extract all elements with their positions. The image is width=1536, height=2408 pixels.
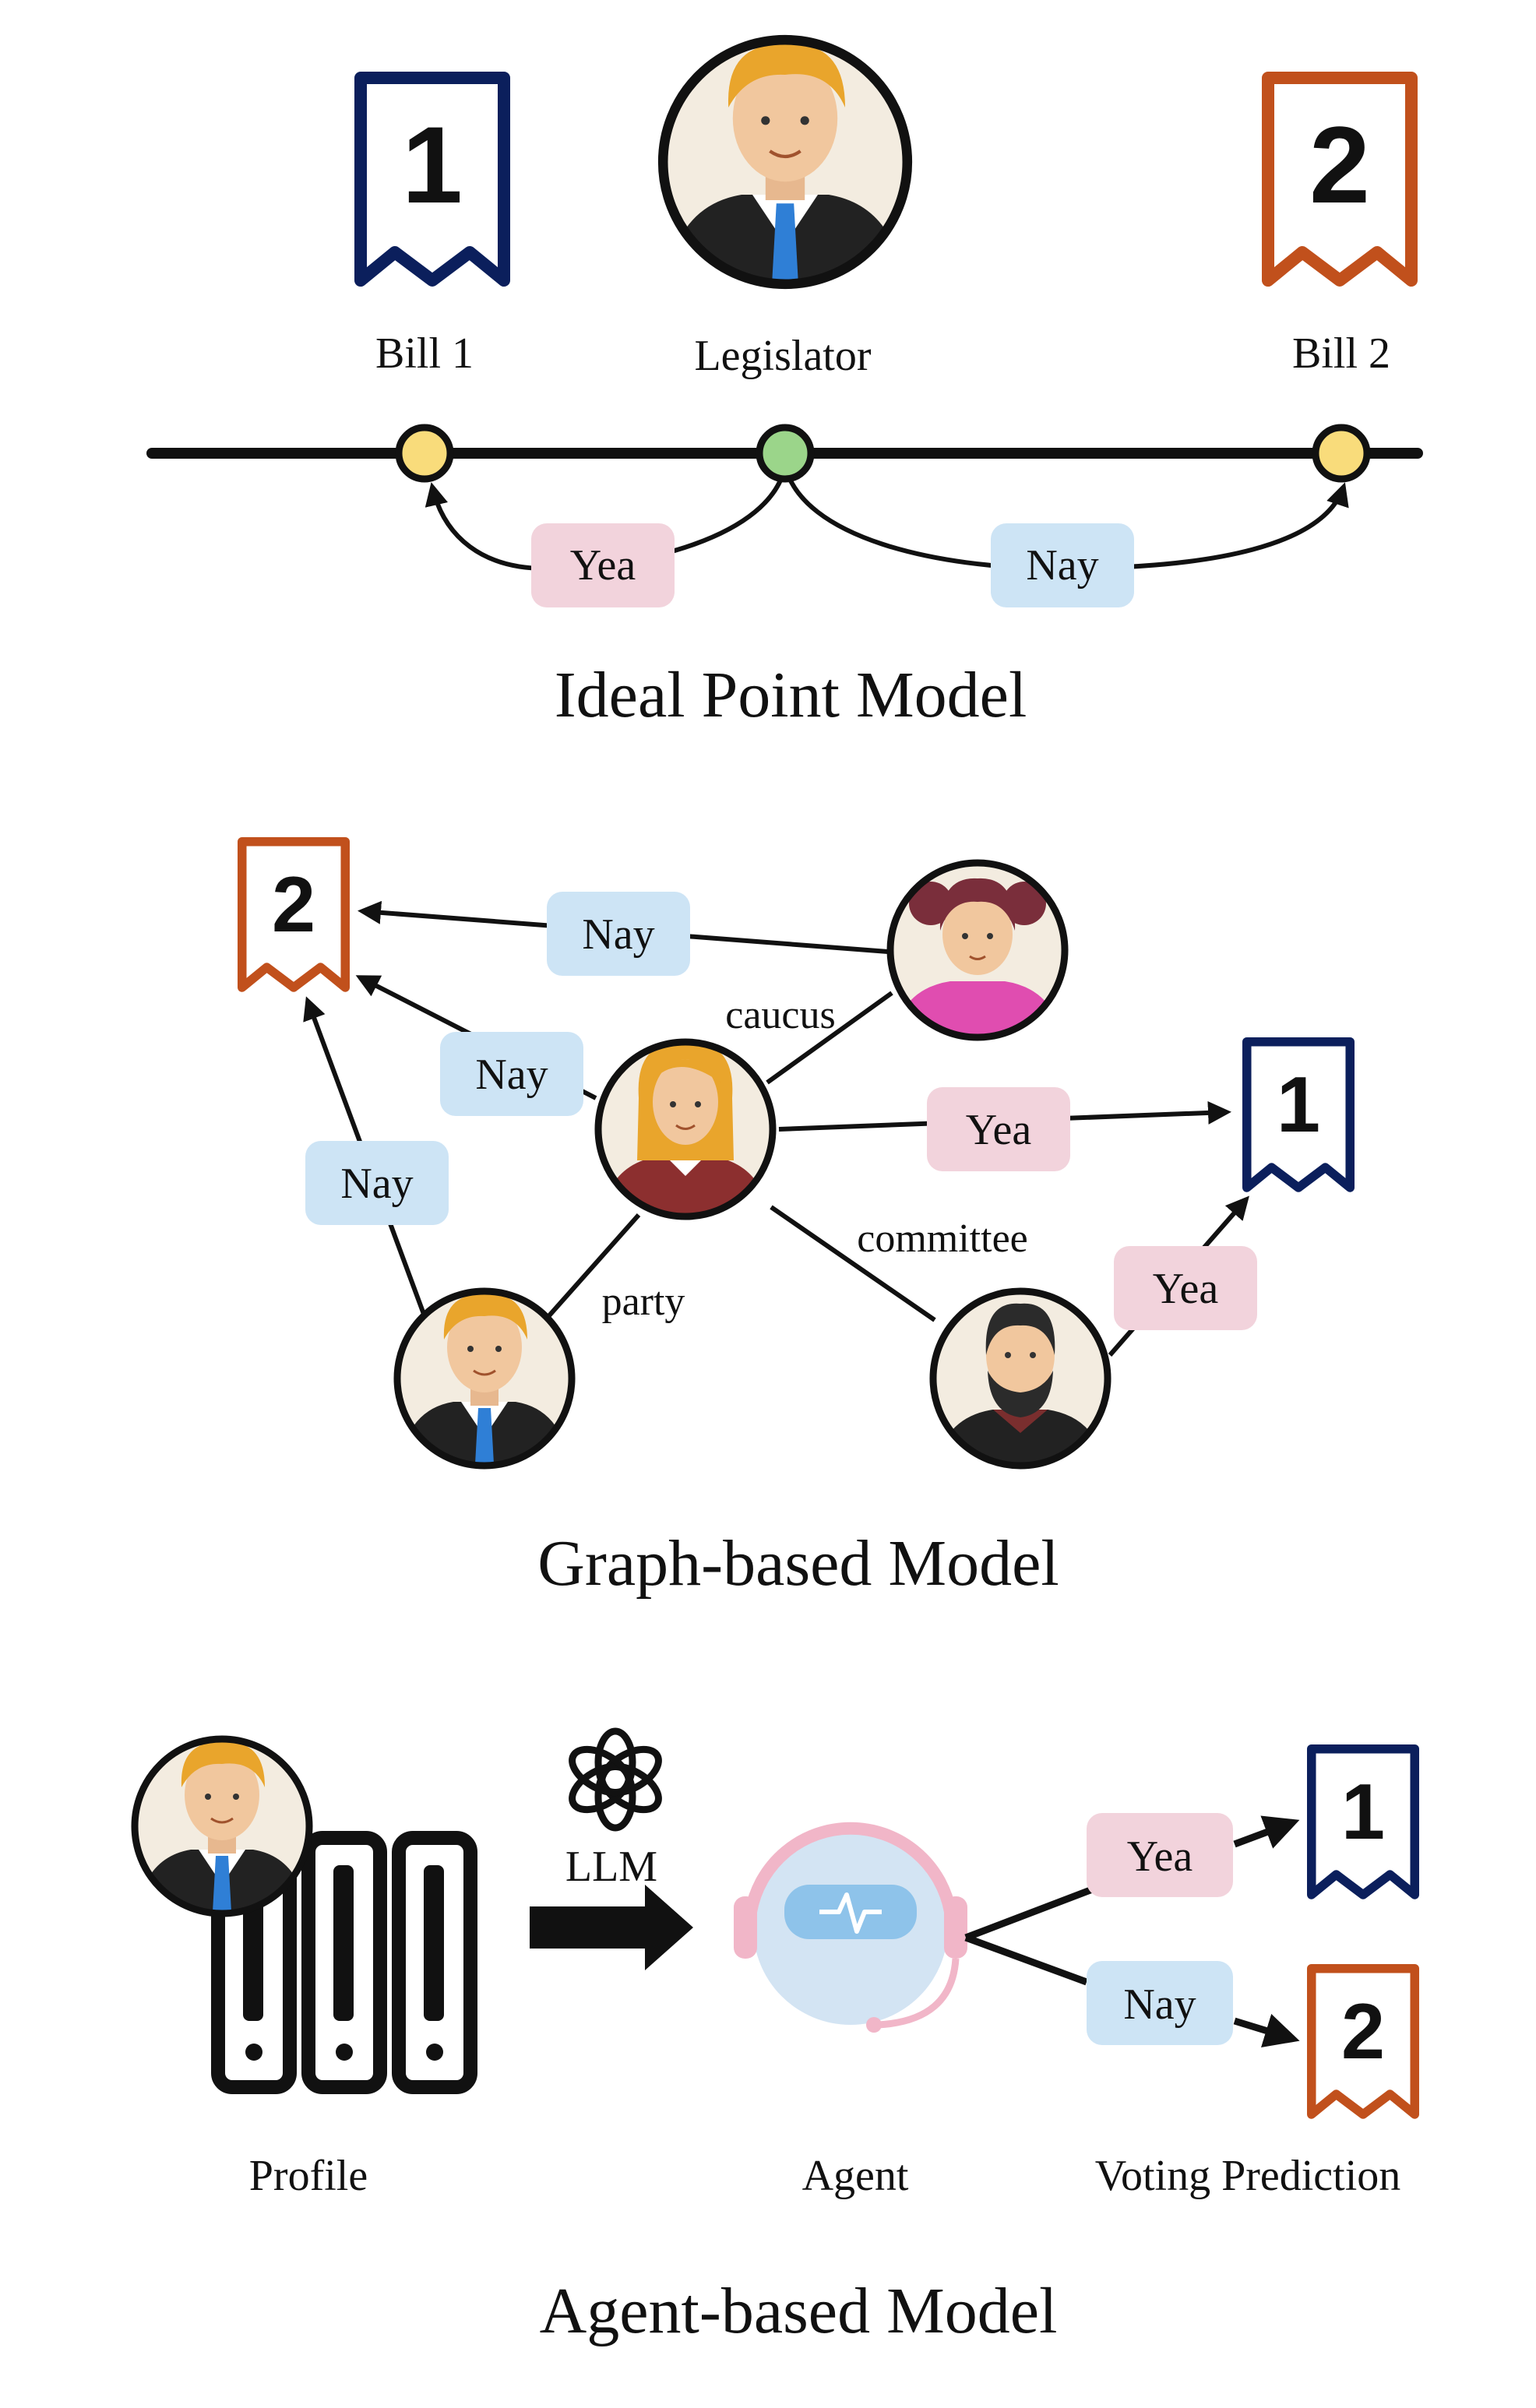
female-legislator-avatar [598, 1042, 773, 1223]
bill-2-label: Bill 2 [1292, 329, 1390, 378]
girl-legislator-avatar [890, 863, 1065, 1044]
bill-1-point [395, 424, 454, 483]
svg-text:Yea: Yea [1153, 1265, 1219, 1313]
ideal-point-title: Ideal Point Model [555, 659, 1027, 731]
agent-bill-1-icon: 1 [1307, 1744, 1419, 1899]
svg-text:Yea: Yea [1127, 1832, 1193, 1881]
svg-text:Nay: Nay [475, 1051, 548, 1099]
bill-1-number: 1 [402, 104, 463, 226]
graph-title: Graph-based Model [537, 1527, 1059, 1600]
nay-pill-left: Nay [305, 1141, 449, 1225]
arrow-agent-nay-bill-2 [1233, 2013, 1300, 2047]
svg-text:Nay: Nay [1123, 1980, 1196, 2029]
bearded-legislator-avatar [933, 1291, 1108, 1472]
bill-1-label: Bill 1 [375, 329, 474, 378]
llm-arrow-icon [530, 1885, 693, 1970]
graph-bill-1-icon: 1 [1242, 1037, 1355, 1192]
edge-committee-label: committee [857, 1216, 1027, 1261]
agent-yea-pill: Yea [1087, 1813, 1233, 1897]
voting-prediction-label: Voting Prediction [1095, 2152, 1401, 2200]
profile-label: Profile [249, 2152, 368, 2200]
male-legislator-avatar [397, 1291, 572, 1472]
svg-text:Nay: Nay [340, 1160, 413, 1208]
agent-label: Agent [802, 2152, 909, 2200]
svg-text:Nay: Nay [582, 910, 654, 959]
svg-text:Nay: Nay [1026, 541, 1098, 590]
nay-pill: Nay [991, 523, 1134, 607]
bill-2-number: 2 [1309, 104, 1370, 226]
edge-committee [770, 1205, 936, 1322]
svg-text:2: 2 [272, 861, 315, 949]
legislator-point [756, 424, 815, 483]
nay-pill-mid: Nay [440, 1032, 583, 1116]
branch-to-nay [964, 1934, 1088, 1986]
svg-text:2: 2 [1341, 1988, 1385, 2075]
svg-text:Yea: Yea [570, 541, 636, 590]
yea-pill-mid: Yea [927, 1087, 1070, 1171]
edge-caucus-label: caucus [725, 993, 835, 1037]
bill-2-point [1312, 424, 1371, 483]
svg-text:1: 1 [1277, 1061, 1320, 1149]
legislator-avatar [663, 40, 907, 293]
branch-to-yea [964, 1885, 1096, 1942]
edge-caucus [766, 991, 893, 1085]
profile-avatar [135, 1739, 309, 1920]
svg-text:1: 1 [1341, 1769, 1385, 1856]
legislator-label: Legislator [694, 332, 871, 380]
edge-party-label: party [602, 1280, 685, 1324]
svg-text:Yea: Yea [966, 1106, 1032, 1154]
yea-pill: Yea [531, 523, 675, 607]
bill-2-icon: 2 [1262, 72, 1418, 287]
openai-logo-icon [569, 1727, 662, 1832]
graph-bill-2-icon: 2 [238, 837, 350, 992]
llm-label: LLM [565, 1843, 657, 1891]
ideal-point-section: 1 Bill 1 Legislator 2 Bill 2 Yea Nay [146, 40, 1423, 731]
agent-section: Profile LLM Agent [135, 1727, 1419, 2347]
agent-title: Agent-based Model [540, 2275, 1058, 2347]
graph-section: 2 1 Nay Nay Nay Yea Yea [238, 837, 1355, 1600]
edge-party [543, 1213, 641, 1322]
yea-pill-right: Yea [1114, 1246, 1257, 1330]
agent-bill-2-icon: 2 [1307, 1964, 1419, 2119]
arrow-agent-yea-bill-1 [1233, 1815, 1300, 1849]
bill-1-icon: 1 [354, 72, 510, 287]
agent-nay-pill: Nay [1087, 1961, 1233, 2045]
nay-pill-top: Nay [547, 892, 690, 976]
robot-agent-icon [734, 1822, 967, 2033]
